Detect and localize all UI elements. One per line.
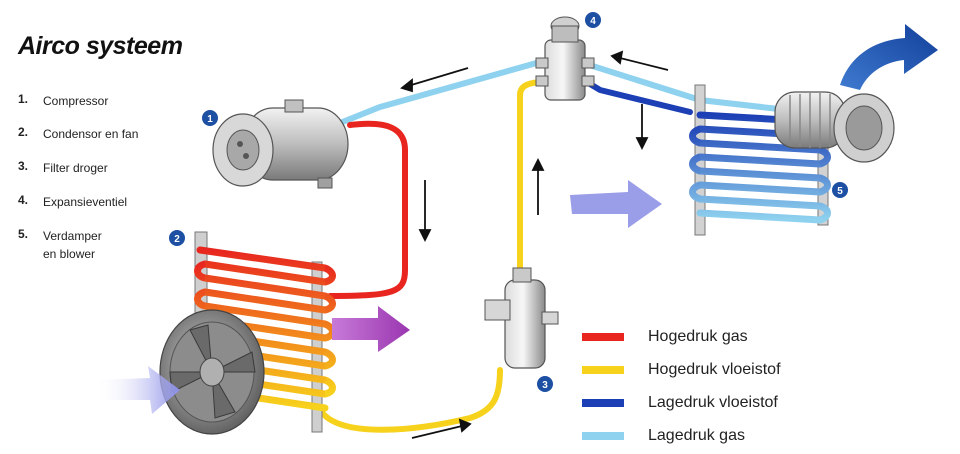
- flow-arrow-head: [531, 157, 545, 171]
- airflow-evaporator-in-arrow: [570, 180, 662, 228]
- legend-label: Lagedruk gas: [648, 427, 745, 444]
- legend-swatch: [582, 432, 624, 440]
- legend-item-low-pressure-liquid: Lagedruk vloeistof: [582, 391, 778, 415]
- flow-arrow-head: [458, 418, 472, 433]
- airflow-in-arrow: [95, 366, 180, 414]
- filter-drier-outlet: [541, 311, 559, 325]
- low-pressure-liquid-line: [577, 75, 693, 115]
- airflow-cold-arrow: [840, 24, 938, 90]
- high-pressure-gas-line: [327, 120, 408, 299]
- badge-circle: [537, 376, 553, 392]
- flow-arrow: [407, 67, 469, 87]
- badge-number: 2: [174, 234, 180, 245]
- filter-drier-cap: [512, 267, 532, 283]
- key-number: 3.: [18, 159, 29, 173]
- badge-3: 3: [537, 376, 553, 392]
- badge-number: 5: [837, 186, 843, 197]
- component-key-4: 4. Expansieventiel: [18, 193, 127, 211]
- flow-arrows: [400, 50, 669, 439]
- compressor-mount: [317, 177, 333, 189]
- expansion-valve-port: [535, 57, 549, 69]
- condenser: [194, 231, 336, 433]
- high-pressure-liquid-line: [517, 79, 548, 273]
- badge-circle: [832, 182, 848, 198]
- expansion-valve-neck: [551, 25, 579, 43]
- badge-5: 5: [832, 182, 848, 198]
- page-title: Airco systeem: [18, 32, 183, 60]
- flow-arrow-head: [400, 78, 413, 93]
- expansion-valve-port: [581, 75, 595, 87]
- legend-swatch: [582, 333, 624, 341]
- low-pressure-gas-line: [577, 59, 808, 115]
- expansion-valve-port: [581, 57, 595, 69]
- badge-circle: [585, 12, 601, 28]
- flow-arrow: [619, 57, 669, 71]
- flow-arrow-head: [418, 229, 432, 243]
- component-key-3: 3. Filter droger: [18, 159, 108, 177]
- legend-item-high-pressure-gas: Hogedruk gas: [582, 325, 748, 349]
- legend-label: Hogedruk vloeistof: [648, 361, 781, 378]
- compressor-port: [284, 99, 304, 113]
- badge-number: 4: [590, 16, 596, 27]
- component-key-1: 1. Compressor: [18, 92, 108, 110]
- compressor-bolt: [243, 153, 249, 159]
- key-label: Condensor en fan: [43, 127, 139, 141]
- key-label: Compressor: [43, 94, 109, 108]
- legend-swatch: [582, 366, 624, 374]
- fan-hub: [199, 357, 225, 387]
- badge-1: 1: [202, 110, 218, 126]
- key-label: Expansieventiel: [43, 195, 128, 209]
- flow-arrow-head: [635, 137, 649, 151]
- badge-number: 3: [542, 380, 548, 391]
- legend-label: Hogedruk gas: [648, 328, 748, 345]
- badge-2: 2: [169, 230, 185, 246]
- legend-item-low-pressure-gas: Lagedruk gas: [582, 424, 745, 448]
- airflow-hot-arrow: [332, 306, 410, 352]
- key-number: 4.: [18, 193, 29, 207]
- filter-drier-body: [504, 279, 546, 369]
- key-label-line: Verdamper: [43, 229, 102, 243]
- condenser-fan: [159, 309, 265, 435]
- compressor-pulley: [226, 129, 260, 171]
- key-number: 5.: [18, 227, 29, 241]
- evaporator-coil: [696, 111, 824, 224]
- key-label-multiline: Verdamper en blower: [43, 227, 102, 263]
- badge-4: 4: [585, 12, 601, 28]
- key-label: Filter droger: [43, 161, 108, 175]
- fan-blades: [169, 324, 256, 419]
- compressor: [212, 99, 349, 189]
- low-pressure-gas-line: [337, 59, 543, 126]
- blower-fins: [789, 93, 831, 148]
- flow-arrow-head: [610, 50, 624, 65]
- blower: [774, 91, 895, 163]
- key-label-line: en blower: [43, 247, 96, 261]
- component-key-5: 5. Verdamper en blower: [18, 227, 102, 263]
- component-key-2: 2. Condensor en fan: [18, 125, 138, 143]
- blower-hub: [845, 105, 883, 151]
- legend-item-high-pressure-liquid: Hogedruk vloeistof: [582, 358, 781, 382]
- expansion-valve: [535, 16, 595, 101]
- badge-circle: [202, 110, 218, 126]
- filter-drier: [484, 267, 559, 369]
- flow-arrow: [411, 425, 463, 439]
- badge-number: 1: [207, 114, 213, 125]
- high-pressure-liquid-line: [317, 367, 503, 433]
- expansion-valve-body: [544, 39, 586, 101]
- legend-label: Lagedruk vloeistof: [648, 394, 778, 411]
- key-number: 2.: [18, 125, 29, 139]
- key-number: 1.: [18, 92, 29, 106]
- compressor-bolt: [237, 141, 243, 147]
- badge-circle: [169, 230, 185, 246]
- filter-drier-inlet: [484, 299, 511, 321]
- condenser-coil: [196, 246, 329, 412]
- expansion-valve-port: [535, 75, 549, 87]
- legend-swatch: [582, 399, 624, 407]
